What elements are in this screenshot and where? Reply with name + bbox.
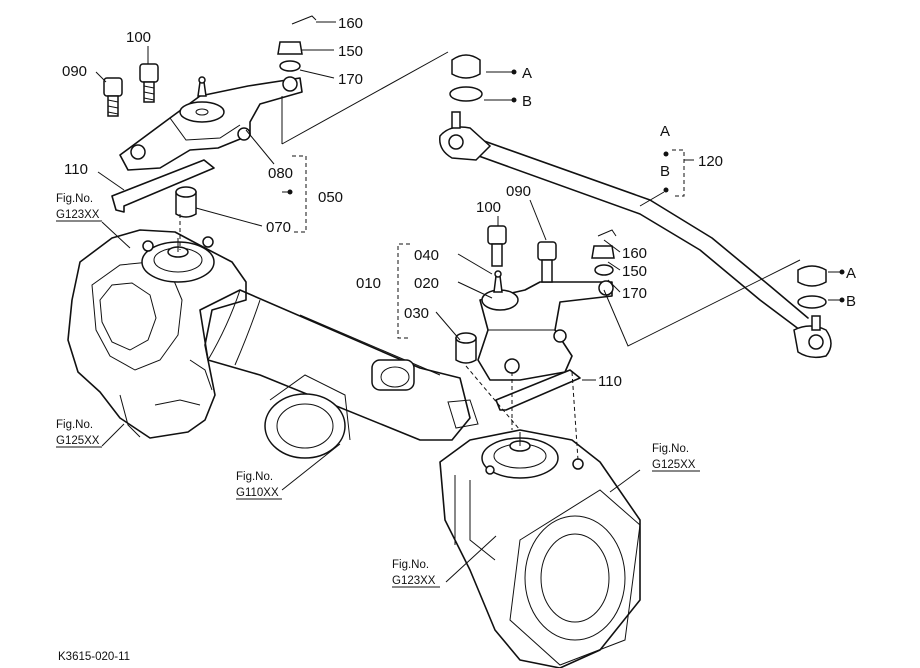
label-020: 020 — [414, 275, 439, 292]
bolt-100-left — [139, 63, 159, 103]
label-a-right: A — [846, 265, 856, 282]
label-030: 030 — [404, 305, 429, 322]
label-b-top: B — [522, 93, 532, 110]
right-steering-arm — [477, 270, 614, 381]
fig-ref-g125-right-line2: G125XX — [652, 459, 696, 471]
label-170-mid: 170 — [622, 285, 647, 302]
label-080: 080 — [268, 165, 293, 182]
figure-references: Fig.No. G123XX Fig.No. G125XX Fig.No. G1… — [56, 193, 700, 588]
fig-ref-g125-left-line1: Fig.No. — [56, 419, 93, 431]
label-100-left: 100 — [126, 29, 151, 46]
label-090-left: 090 — [62, 63, 87, 80]
label-150-mid: 150 — [622, 263, 647, 280]
label-050: 050 — [318, 189, 343, 206]
label-a-col: A — [660, 123, 670, 140]
bolt-100-mid — [487, 225, 507, 267]
reference-dots — [287, 69, 845, 303]
fig-ref-g123-top-line2: G123XX — [56, 209, 100, 221]
label-010: 010 — [356, 275, 381, 292]
label-150-top: 150 — [338, 43, 363, 60]
part-labels: 160 150 170 100 090 110 080 050 070 A B … — [62, 15, 856, 390]
label-100-mid: 100 — [476, 199, 501, 216]
bolt-090-left — [103, 77, 123, 117]
bushing-070 — [175, 186, 197, 218]
axle-housing — [67, 229, 641, 668]
bushing-030 — [455, 332, 477, 364]
nut-stack-mid — [591, 229, 617, 276]
fig-ref-g123-bottom-line1: Fig.No. — [392, 559, 429, 571]
label-070: 070 — [266, 219, 291, 236]
label-160-mid: 160 — [622, 245, 647, 262]
label-170-top: 170 — [338, 71, 363, 88]
label-160-top: 160 — [338, 15, 363, 32]
fig-ref-g125-left-line2: G125XX — [56, 435, 100, 447]
fig-ref-g110-line2: G110XX — [236, 487, 279, 499]
fig-ref-g123-top-line1: Fig.No. — [56, 193, 93, 205]
stopper-plate-110-mid — [495, 369, 581, 411]
drawing-code: K3615-020-11 — [58, 651, 130, 663]
left-steering-arm — [119, 76, 303, 171]
label-090-mid: 090 — [506, 183, 531, 200]
label-110-mid: 110 — [598, 373, 622, 390]
stopper-plate-110-left — [111, 159, 215, 213]
leader-lines — [95, 21, 840, 583]
nut-stack-left — [277, 15, 317, 72]
fig-ref-g125-right-line1: Fig.No. — [652, 443, 689, 455]
fig-ref-g123-bottom-line2: G123XX — [392, 575, 436, 587]
label-040: 040 — [414, 247, 439, 264]
tie-rod-120 — [439, 54, 832, 359]
bolt-090-mid — [537, 241, 557, 283]
fig-ref-g110-line1: Fig.No. — [236, 471, 273, 483]
label-120: 120 — [698, 153, 723, 170]
label-a-top: A — [522, 65, 532, 82]
label-b-col: B — [660, 163, 670, 180]
label-b-right: B — [846, 293, 856, 310]
label-110-left: 110 — [64, 161, 88, 178]
